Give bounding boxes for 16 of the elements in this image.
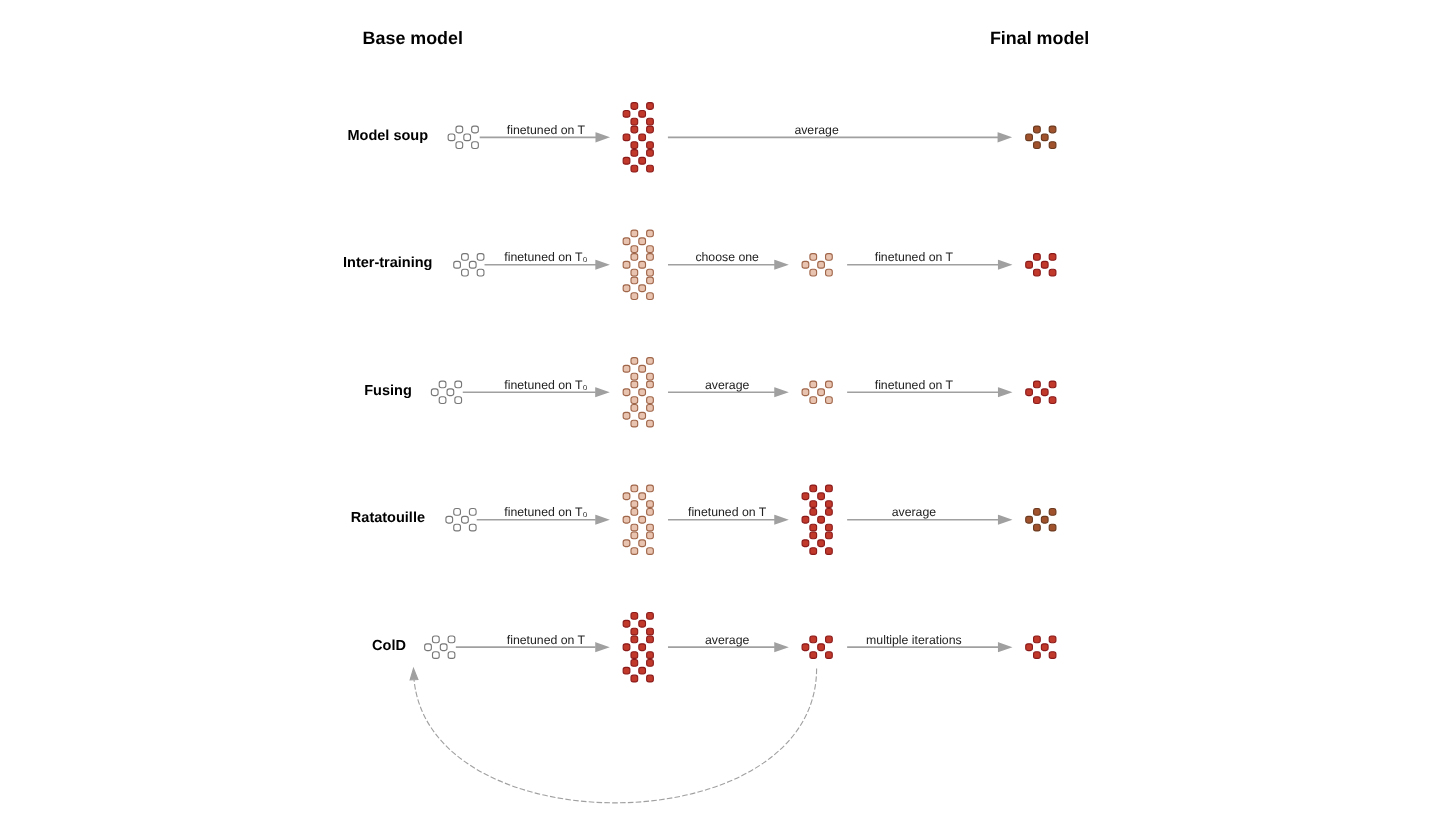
- arrow: [845, 642, 1012, 653]
- arrow: [454, 642, 609, 653]
- arrow: [845, 259, 1012, 270]
- arrow: [666, 514, 788, 525]
- arrow: [482, 259, 609, 270]
- arrow: [477, 132, 610, 143]
- arrow: [474, 514, 609, 525]
- arrow: [666, 387, 788, 398]
- arrow: [845, 387, 1012, 398]
- arrow: [460, 387, 609, 398]
- arrow: [666, 642, 788, 653]
- label: Base model: [361, 28, 462, 49]
- arrow: [666, 132, 1012, 143]
- arrow: [845, 514, 1012, 525]
- label: Final model: [988, 28, 1089, 49]
- arrow: [666, 259, 788, 270]
